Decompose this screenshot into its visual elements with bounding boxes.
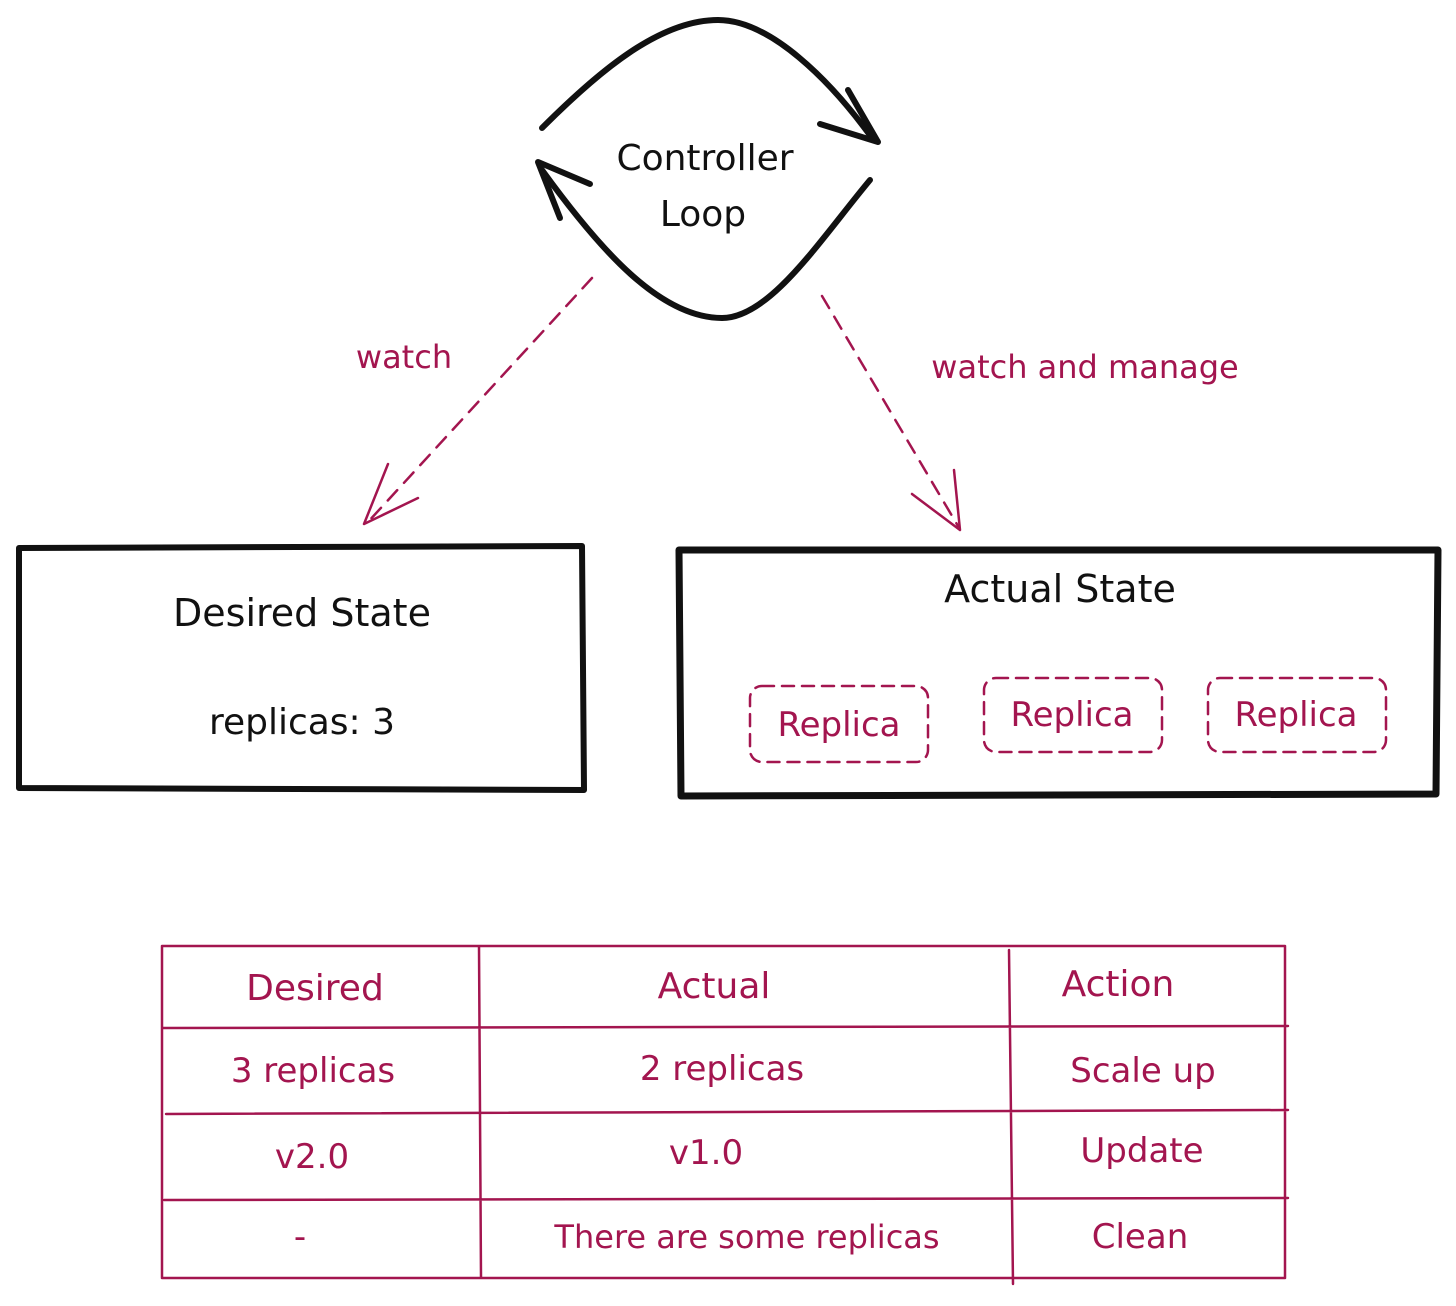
table-cell-action: Scale up (1070, 1051, 1215, 1091)
desired-state-title: Desired State (173, 591, 431, 635)
table-cell-desired: - (294, 1217, 306, 1257)
controller-loop: Controller Loop (535, 17, 881, 321)
replica-box-border (982, 676, 1164, 754)
desired-state-replicas: replicas: 3 (209, 702, 395, 743)
watch-and-manage-arrow-line (820, 294, 960, 528)
replica-box-border (748, 684, 930, 764)
desired-state-box: Desired State replicas: 3 (16, 543, 587, 793)
loop-lower-arrowhead (535, 159, 593, 221)
table-cell-actual: There are some replicas (553, 1218, 939, 1256)
watch-label: watch (356, 338, 452, 376)
table-cell-actual: 2 replicas (640, 1049, 804, 1089)
watch-and-manage-arrow: watch and manage (820, 294, 1239, 532)
table-cell-action: Clean (1092, 1217, 1189, 1257)
watch-and-manage-label: watch and manage (931, 348, 1238, 386)
replica-box: Replica (1206, 676, 1388, 754)
comparison-table: Desired Actual Action 3 replicas 2 repli… (160, 944, 1290, 1286)
actual-state-box: Actual State Replica Replica Replica (675, 546, 1442, 800)
desired-state-border (16, 543, 587, 793)
watch-arrow-line (366, 276, 594, 524)
table-header-action: Action (1062, 964, 1175, 1005)
table-cell-actual: v1.0 (669, 1133, 743, 1173)
loop-upper-arrowhead (817, 87, 881, 145)
replica-box: Replica (982, 676, 1164, 754)
loop-lower-arc (539, 167, 873, 321)
table-header-desired: Desired (246, 968, 384, 1009)
table-header-actual: Actual (658, 966, 771, 1007)
table-cell-desired: 3 replicas (231, 1051, 395, 1091)
table-row: v2.0 v1.0 Update (275, 1131, 1204, 1177)
table-cell-desired: v2.0 (275, 1137, 349, 1177)
loop-label-line1: Controller (616, 138, 793, 179)
table-row: - There are some replicas Clean (294, 1217, 1188, 1257)
replica-label: Replica (1010, 695, 1133, 735)
watch-arrow-head (362, 462, 420, 526)
replica-box: Replica (748, 684, 930, 764)
loop-label-line2: Loop (660, 194, 746, 235)
watch-arrow: watch (356, 276, 594, 526)
actual-state-border (675, 546, 1442, 800)
loop-upper-arc (539, 17, 875, 141)
replica-box-border (1206, 676, 1388, 754)
replica-label: Replica (1234, 695, 1357, 735)
table-row: 3 replicas 2 replicas Scale up (231, 1049, 1216, 1091)
table-grid (160, 944, 1290, 1286)
replica-label: Replica (777, 705, 900, 745)
table-cell-action: Update (1080, 1131, 1203, 1171)
actual-state-title: Actual State (944, 567, 1176, 611)
watch-and-manage-arrow-head (910, 468, 962, 532)
